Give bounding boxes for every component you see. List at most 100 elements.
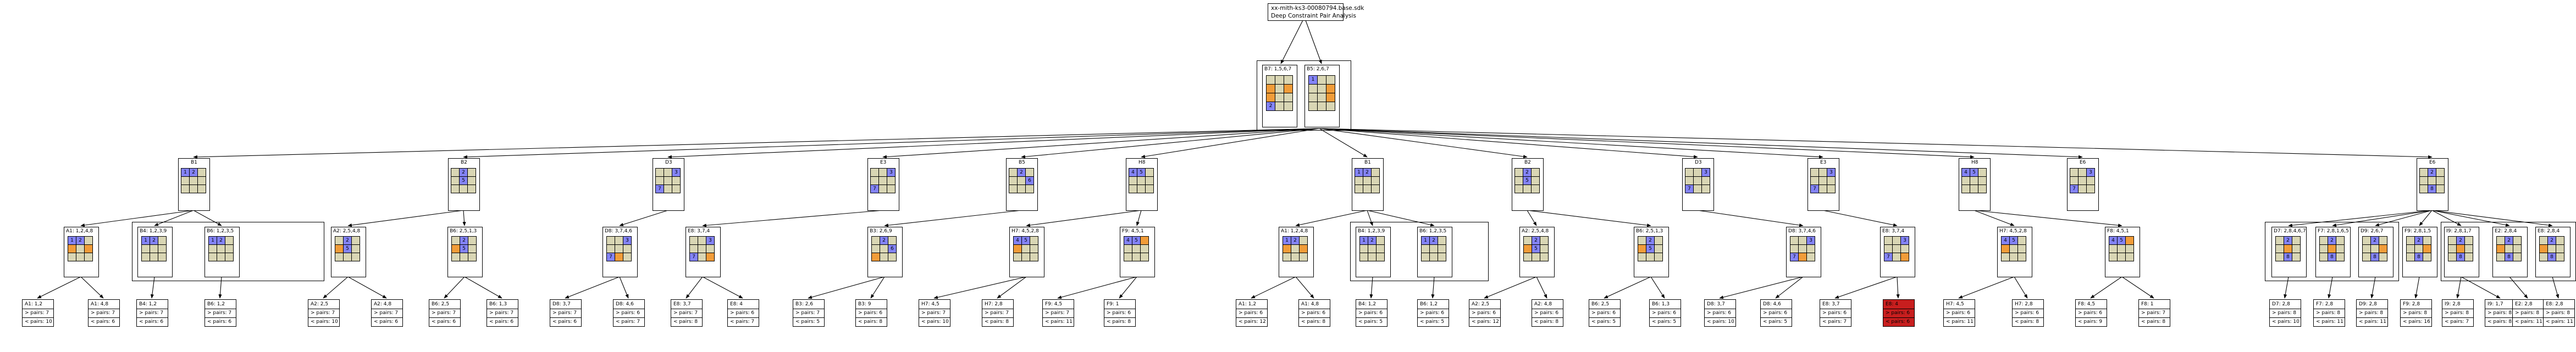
leaf-node[interactable]: B4: 1,2> pairs: 6< pairs: 5	[1356, 299, 1387, 327]
leaf-node[interactable]: F8: 4,5> pairs: 6< pairs: 9	[2075, 299, 2107, 327]
leaf-pairs-over: > pairs: 6	[1652, 310, 1677, 316]
leaf-node[interactable]: F9: 4,5> pairs: 7< pairs: 11	[1042, 299, 1074, 327]
leaf-node[interactable]: B3: 2,6> pairs: 7< pairs: 5	[793, 299, 825, 327]
leaf-node[interactable]: B4: 1,2> pairs: 7< pairs: 6	[136, 299, 168, 327]
leaf-node[interactable]: A1: 1,2> pairs: 6< pairs: 12	[1236, 299, 1268, 327]
leaf-node[interactable]: H7: 4,5> pairs: 7< pairs: 10	[919, 299, 950, 327]
leaf-node[interactable]: A1: 4,8> pairs: 7< pairs: 6	[88, 299, 120, 327]
leaf-node[interactable]: D9: 2,8> pairs: 8< pairs: 11	[2356, 299, 2388, 327]
leaf-node[interactable]: B6: 1,2> pairs: 7< pairs: 6	[204, 299, 236, 327]
leaf-node[interactable]: B6: 1,2> pairs: 6< pairs: 5	[1417, 299, 1449, 327]
leaf-node[interactable]: A2: 2,5> pairs: 6< pairs: 12	[1469, 299, 1501, 327]
grid-cell	[1900, 253, 1909, 261]
leaf-divider	[205, 317, 236, 318]
leaf-title: D8: 4,6	[616, 301, 634, 307]
grid-cell	[181, 176, 190, 185]
grid-cell	[84, 236, 93, 245]
leaf-node[interactable]: B6: 2,5> pairs: 6< pairs: 5	[1589, 299, 1621, 327]
leaf-node[interactable]: H7: 4,5> pairs: 6< pairs: 11	[1943, 299, 1975, 327]
leaf-node[interactable]: A2: 4,8> pairs: 6< pairs: 8	[1532, 299, 1563, 327]
leaf-node[interactable]: I9: 1,7> pairs: 8< pairs: 8	[2485, 299, 2517, 327]
leaf-node[interactable]: D8: 3,7> pairs: 6< pairs: 10	[1704, 299, 1736, 327]
leaf-node[interactable]: D7: 2,8> pairs: 8< pairs: 10	[2269, 299, 2301, 327]
grid-cell	[698, 253, 706, 261]
leaf-node[interactable]: A1: 1,2> pairs: 7< pairs: 10	[22, 299, 54, 327]
leaf-node[interactable]: D8: 4,6> pairs: 6< pairs: 7	[613, 299, 645, 327]
leaf-node[interactable]: E8: 3,7> pairs: 7< pairs: 8	[671, 299, 703, 327]
leaf-node[interactable]: B3: 9> pairs: 6< pairs: 8	[855, 299, 887, 327]
grid-cell	[1137, 185, 1146, 193]
leaf-node[interactable]: B6: 1,3> pairs: 6< pairs: 5	[1649, 299, 1681, 327]
leaf-node[interactable]: D8: 3,7> pairs: 7< pairs: 6	[550, 299, 582, 327]
leaf-node[interactable]: E2: 2,8> pairs: 8< pairs: 11	[2512, 299, 2544, 327]
leaf-node[interactable]: B6: 2,5> pairs: 7< pairs: 6	[429, 299, 461, 327]
leaf-node[interactable]: E8: 4> pairs: 6< pairs: 7	[727, 299, 759, 327]
leaf-node[interactable]: I9: 2,8> pairs: 8< pairs: 7	[2442, 299, 2474, 327]
leaf-node[interactable]: E8: 2,8> pairs: 8< pairs: 11	[2543, 299, 2575, 327]
leaf-node[interactable]: D8: 4,6> pairs: 6< pairs: 5	[1760, 299, 1792, 327]
leaf-node[interactable]: F8: 1> pairs: 7< pairs: 8	[2138, 299, 2170, 327]
leaf-node[interactable]: H7: 2,8> pairs: 6< pairs: 8	[2012, 299, 2044, 327]
leaf-node[interactable]: A2: 2,5> pairs: 7< pairs: 10	[308, 299, 340, 327]
grid-cell	[1025, 185, 1034, 193]
node-label: E6	[2080, 160, 2086, 165]
leaf-title: B3: 2,6	[795, 301, 814, 307]
leaf-node[interactable]: F7: 2,8> pairs: 8< pairs: 11	[2313, 299, 2345, 327]
leaf-node[interactable]: A1: 4,8> pairs: 6< pairs: 8	[1298, 299, 1330, 327]
leaf-node[interactable]: E8: 3,7> pairs: 6< pairs: 7	[1820, 299, 1851, 327]
leaf-node[interactable]: A2: 4,8> pairs: 7< pairs: 6	[371, 299, 403, 327]
leaf-node[interactable]: E8: 4> pairs: 6< pairs: 6	[1883, 299, 1915, 327]
leaf-node[interactable]: F9: 2,8> pairs: 8< pairs: 16	[2400, 299, 2432, 327]
leaf-node[interactable]: F9: 1> pairs: 6< pairs: 8	[1104, 299, 1136, 327]
leaf-node[interactable]: B6: 1,3> pairs: 7< pairs: 6	[487, 299, 518, 327]
grid-cell	[451, 185, 460, 193]
grid-cell	[871, 253, 880, 261]
leaf-node[interactable]: H7: 2,8> pairs: 7< pairs: 8	[982, 299, 1014, 327]
